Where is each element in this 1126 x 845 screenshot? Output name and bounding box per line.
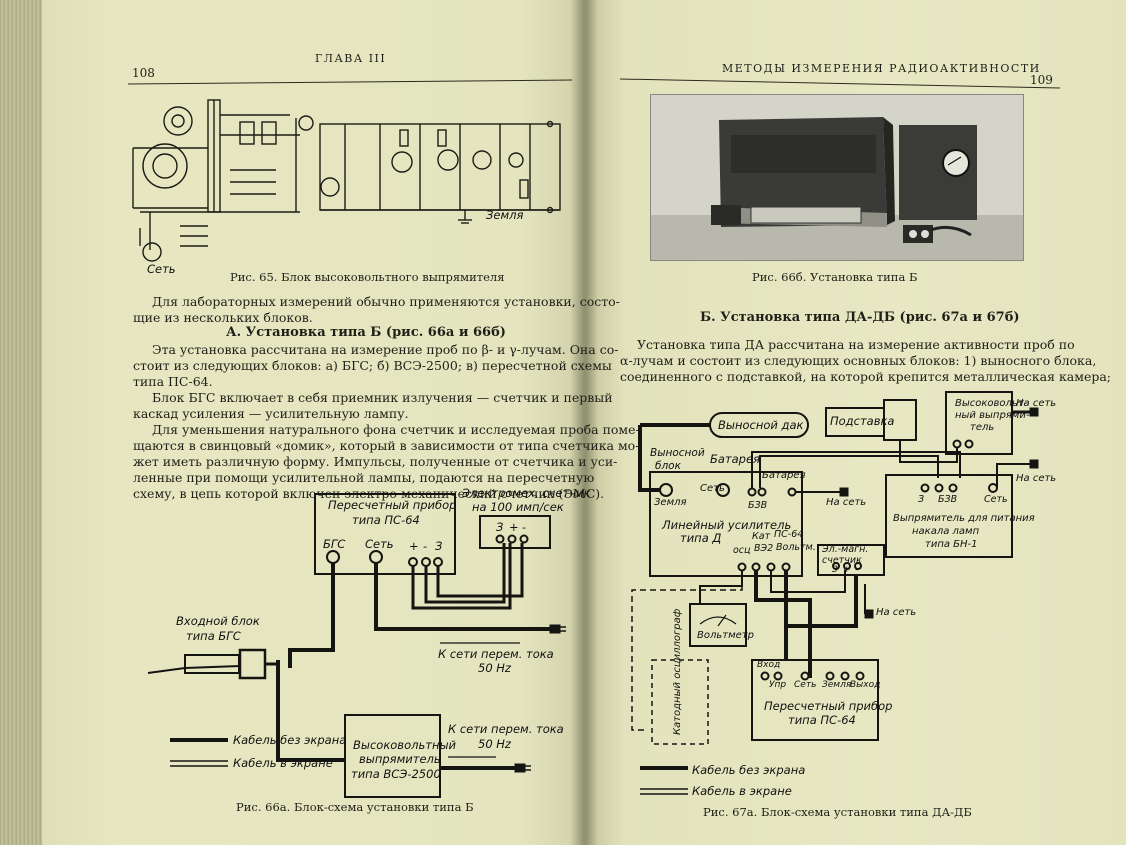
fig67a-amp-title1: Линейный усилитель [662, 518, 791, 532]
fig67a-oscillograph-label: Катодный осциллограф [672, 609, 683, 735]
fig67a-counter-title2: типа ПС-64 [788, 713, 856, 727]
fig67a-counter-title1: Пересчетный прибор [764, 699, 892, 713]
fig67a-amp-to-mains: На сеть [826, 497, 866, 508]
fig67a-amp-term-osc: осц [733, 545, 751, 556]
fig67a-bn-title2: накала ламп [912, 526, 979, 537]
fig67a-voltmeter-label: Вольтметр [697, 630, 754, 641]
fig67a-bn-title3: типа БН-1 [925, 539, 978, 550]
fig67a-counter-term-mains: Сеть [794, 680, 816, 690]
fig67a-hv-line2: ный выпрями- [955, 410, 1029, 421]
fig67a-bn-term-bzv: БЗВ [938, 494, 957, 505]
fig67a-counter-term-out: Выход [850, 680, 880, 690]
fig67a-amp-battery: Батарея [762, 470, 805, 481]
fig67a-stand-label: Подставка [830, 414, 894, 428]
fig67a-amp-title2: типа Д [680, 531, 721, 545]
fig67a-legend-shielded: Кабель в экране [692, 784, 792, 798]
fig67a-counter-term-in: Вход [757, 660, 780, 670]
fig67a-amp-term-ps64: ПС-64 [774, 529, 803, 540]
fig67a-counter-term-ground: Земля [822, 680, 851, 690]
fig67a-legend-unshielded: Кабель без экрана [692, 763, 805, 777]
fig67a-bn-term-mains: Сеть [984, 494, 1008, 505]
fig67a-amp-term-ve2: ВЭ2 [754, 543, 773, 554]
fig67a-to-mains-2: На сеть [1016, 473, 1056, 484]
fig67a-ems-term-plus: + [843, 565, 851, 575]
fig67a-amp-term-kat: Кат [752, 531, 770, 542]
fig67a-hv-line3: тель [970, 422, 994, 433]
fig67a-bn-title1: Выпрямитель для питания [893, 513, 1035, 524]
fig67a-remote-block2: блок [655, 460, 681, 472]
fig67a-bn-term-g: З [918, 494, 924, 505]
fig67a-remote-block1: Выносной [650, 447, 705, 459]
fig67a-amp-mains: Сеть [700, 483, 725, 494]
fig67a-to-mains-1: На сеть [1016, 398, 1056, 409]
fig67a-ems-title1: Эл.-магн. [822, 544, 868, 555]
fig67a-amp-bzv: БЗВ [748, 500, 767, 511]
fig67a-counter-term-upr: Упр [769, 680, 786, 690]
fig67a-sensor-label: Выносной дак [718, 418, 803, 432]
fig67a-ems-to-mains: На сеть [876, 607, 916, 618]
fig67a-ems-term-g: З [832, 565, 838, 575]
fig67a-amp-term-voltm: Вольтм. [776, 542, 816, 553]
fig67a-amp-ground: Земля [654, 497, 687, 508]
fig67a-ems-term-minus: - [855, 565, 858, 575]
fig67a-caption: Рис. 67а. Блок-схема установки типа ДА-Д… [703, 805, 972, 819]
fig67a-battery: Батарея [710, 452, 760, 466]
